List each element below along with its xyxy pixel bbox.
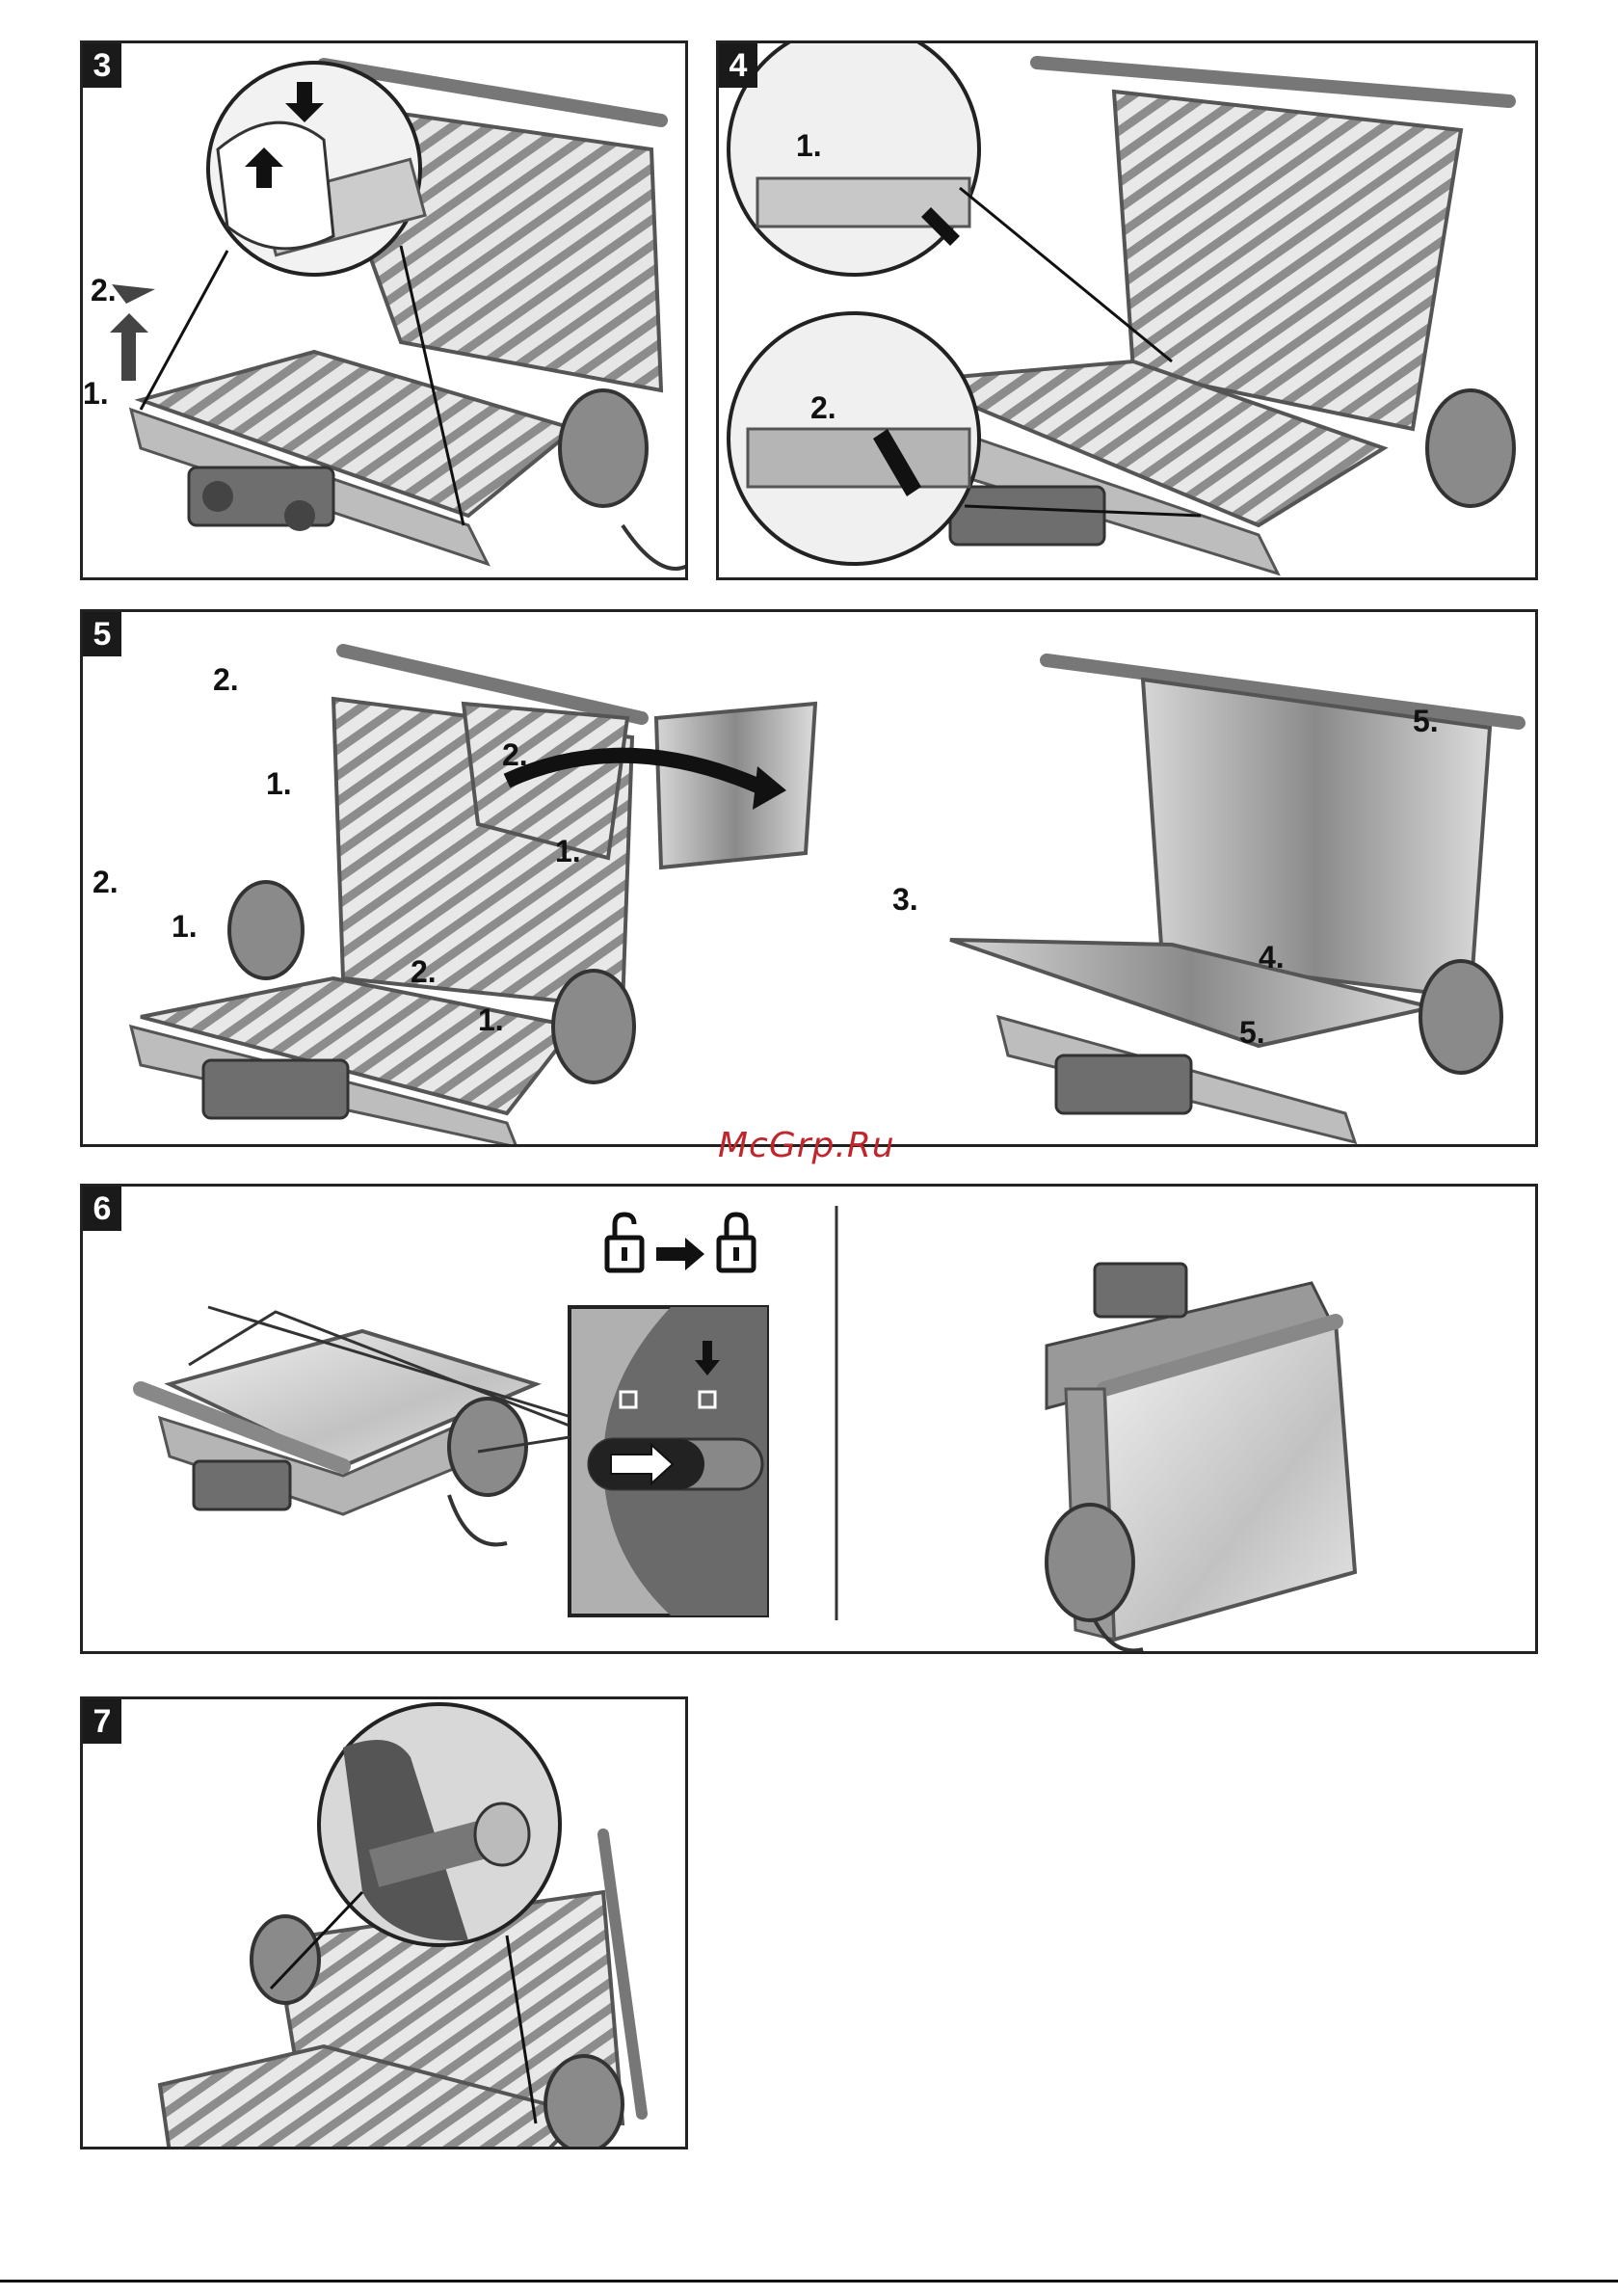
- figure-4-step-2: 2.: [810, 390, 836, 426]
- figure-3-step-2: 2.: [91, 273, 117, 308]
- figure-5-step-3: 3.: [892, 882, 918, 918]
- figure-5-step-g: 2.: [411, 954, 437, 990]
- figure-5-illustration: [83, 612, 1538, 1147]
- figure-3-illustration: [83, 43, 688, 580]
- figure-3-panel: 3 2. 1.: [80, 40, 688, 580]
- figure-5-step-f: 1.: [172, 909, 198, 945]
- figure-3-step-1: 1.: [83, 376, 109, 412]
- watermark: McGrp.Ru: [718, 1126, 895, 1165]
- figure-7-illustration: [83, 1699, 688, 2149]
- figure-7-panel: 7: [80, 1696, 688, 2149]
- figure-5-number: 5: [83, 612, 121, 656]
- figure-6-number: 6: [83, 1187, 121, 1231]
- figure-5-step-e: 2.: [93, 865, 119, 900]
- figure-6-panel: 6: [80, 1184, 1538, 1654]
- figure-5-step-c: 2.: [502, 737, 528, 773]
- figure-5-step-5-top: 5.: [1413, 704, 1439, 739]
- figure-6-illustration: [83, 1187, 1538, 1654]
- figure-5-step-d: 1.: [555, 834, 581, 869]
- figure-4-number: 4: [719, 43, 757, 88]
- figure-3-number: 3: [83, 43, 121, 88]
- figure-5-step-4: 4.: [1259, 940, 1285, 975]
- figure-4-step-1: 1.: [796, 128, 822, 164]
- figure-7-number: 7: [83, 1699, 121, 1744]
- figure-5-step-a: 2.: [213, 662, 239, 698]
- figure-5-panel: 5 2. 1. 2. 1. 2.: [80, 609, 1538, 1147]
- figure-5-step-5-bottom: 5.: [1239, 1015, 1265, 1051]
- figure-4-panel: 4 1. 2.: [716, 40, 1538, 580]
- figure-5-step-b: 1.: [266, 766, 292, 802]
- figure-4-illustration: [719, 43, 1538, 580]
- figure-5-step-h: 1.: [478, 1002, 504, 1038]
- page-bottom-rule: [0, 2280, 1618, 2283]
